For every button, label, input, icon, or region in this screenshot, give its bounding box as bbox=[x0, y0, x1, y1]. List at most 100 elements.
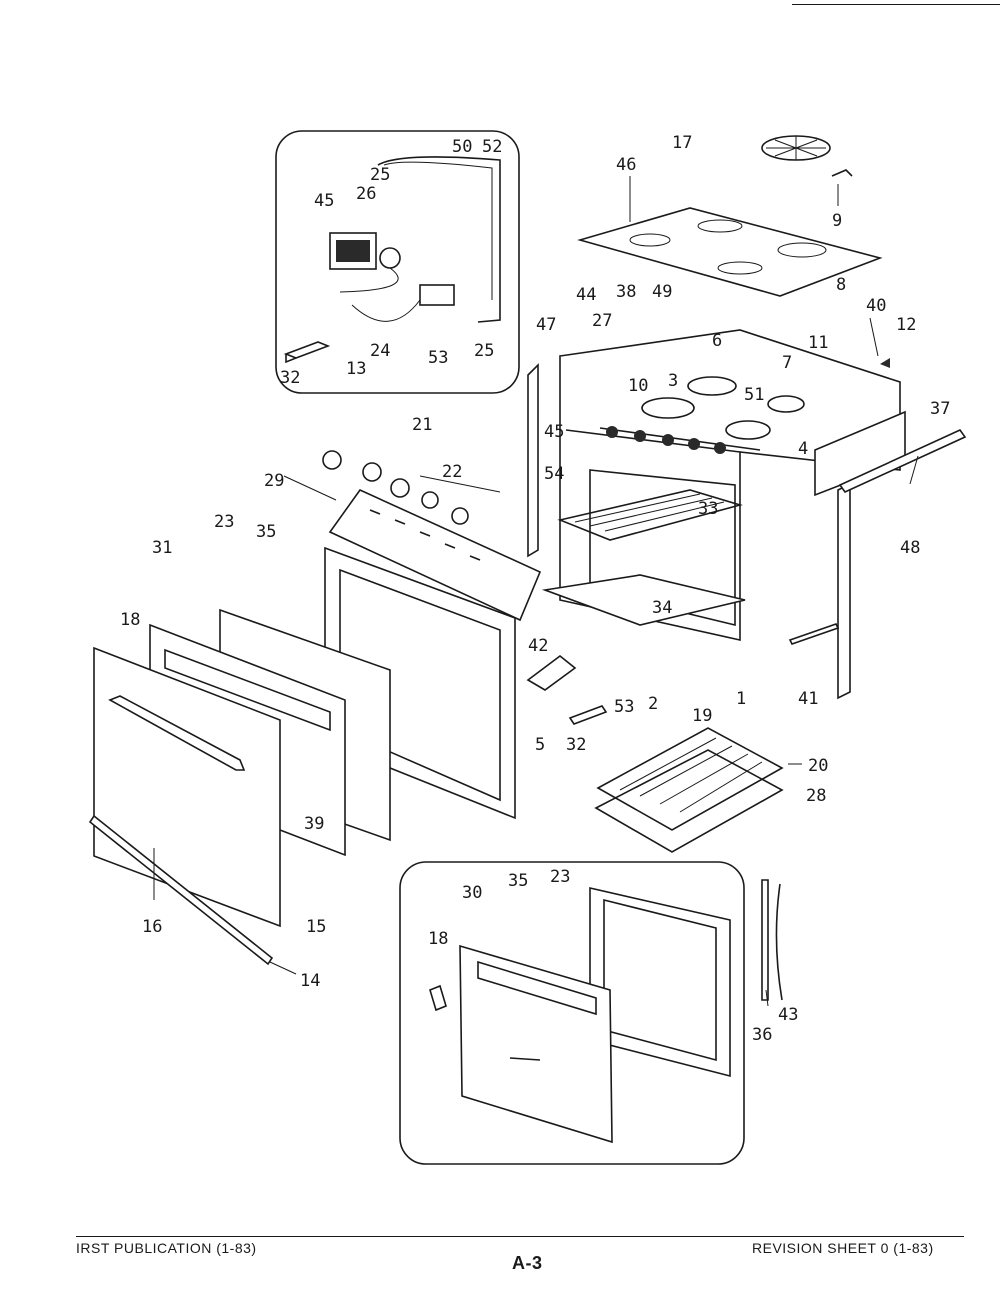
callout-label: 52 bbox=[482, 137, 502, 157]
callout-label: 34 bbox=[652, 598, 672, 618]
callout-label: 32 bbox=[566, 735, 586, 755]
control-knob bbox=[362, 462, 382, 482]
publication-note: IRST PUBLICATION (1-83) bbox=[76, 1240, 257, 1256]
burner-assembly bbox=[767, 395, 805, 413]
valve bbox=[714, 442, 726, 454]
oven-bottom-panel bbox=[541, 574, 746, 626]
control-panel-holes bbox=[369, 509, 481, 561]
cooktop-burner-hole bbox=[777, 242, 827, 258]
callout-label: 7 bbox=[782, 353, 792, 373]
cooktop-panel bbox=[577, 207, 883, 297]
inset-door-panel bbox=[459, 944, 613, 1144]
leader-line bbox=[869, 317, 879, 357]
callout-label: 48 bbox=[900, 538, 920, 558]
callout-label: 13 bbox=[346, 359, 366, 379]
leader-line bbox=[283, 475, 337, 501]
callout-label: 4 bbox=[798, 439, 808, 459]
burner-valve-part bbox=[526, 654, 577, 691]
callout-label: 9 bbox=[832, 211, 842, 231]
callout-label: 42 bbox=[528, 636, 548, 656]
callout-label: 33 bbox=[698, 499, 718, 519]
callout-label: 44 bbox=[576, 285, 596, 305]
capillary-tube bbox=[377, 156, 501, 323]
burner-assembly bbox=[725, 420, 771, 440]
top-rule bbox=[792, 4, 1000, 5]
callout-label: 1 bbox=[736, 689, 746, 709]
callout-label: 47 bbox=[536, 315, 556, 335]
callout-label: 25 bbox=[474, 341, 494, 361]
leader-line bbox=[765, 989, 769, 1007]
switch-part bbox=[419, 284, 455, 306]
control-knob bbox=[421, 491, 439, 509]
callout-label: 40 bbox=[866, 296, 886, 316]
control-knob bbox=[451, 507, 469, 525]
callout-label: 53 bbox=[428, 348, 448, 368]
bracket-part bbox=[283, 341, 331, 359]
inset-door-window bbox=[603, 898, 717, 1062]
callout-label: 22 bbox=[442, 462, 462, 482]
callout-label: 30 bbox=[462, 883, 482, 903]
burner-grate-spokes bbox=[766, 136, 826, 160]
callout-label: 41 bbox=[798, 689, 818, 709]
callout-label: 51 bbox=[744, 385, 764, 405]
callout-label: 17 bbox=[672, 133, 692, 153]
side-trim-curve bbox=[775, 883, 783, 1001]
oven-cavity bbox=[589, 469, 736, 627]
cooktop-burner-hole bbox=[697, 219, 743, 233]
oven-rack-wires bbox=[574, 493, 725, 532]
callout-label: 29 bbox=[264, 471, 284, 491]
callout-label: 23 bbox=[214, 512, 234, 532]
callout-labels-repeated: 25 45 53 32 18 35 23 bbox=[428, 341, 634, 949]
capillary-tube-inner bbox=[383, 161, 493, 300]
callout-label: 32 bbox=[280, 368, 300, 388]
callout-label: 50 bbox=[452, 137, 472, 157]
range-body-frame-line bbox=[565, 429, 741, 453]
callout-label: 6 bbox=[712, 331, 722, 351]
callout-label: 45 bbox=[314, 191, 334, 211]
small-clip bbox=[880, 358, 890, 368]
callout-label: 2 bbox=[648, 694, 658, 714]
callout-label: 31 bbox=[152, 538, 172, 558]
callout-label: 21 bbox=[412, 415, 432, 435]
bracket-edge bbox=[285, 354, 297, 364]
callout-label: 3 bbox=[668, 371, 678, 391]
callout-label: 27 bbox=[592, 311, 612, 331]
inset-door-detail-frame bbox=[399, 861, 745, 1165]
control-panel bbox=[328, 488, 542, 622]
callout-label: 45 bbox=[544, 422, 564, 442]
callout-label: 11 bbox=[808, 333, 828, 353]
callout-label: 28 bbox=[806, 786, 826, 806]
callout-label: 36 bbox=[752, 1025, 772, 1045]
control-knob bbox=[322, 450, 342, 470]
burner-assembly bbox=[641, 397, 695, 419]
top-side-trim bbox=[838, 428, 967, 494]
callout-label: 37 bbox=[930, 399, 950, 419]
door-vent-strip bbox=[164, 648, 331, 732]
callout-label: 5 bbox=[535, 735, 545, 755]
callout-label: 8 bbox=[836, 275, 846, 295]
callout-label: 54 bbox=[544, 464, 564, 484]
door-handle bbox=[108, 695, 246, 771]
left-side-strip bbox=[527, 363, 539, 558]
callout-label: 16 bbox=[142, 917, 162, 937]
thermostat-bulb-ring bbox=[379, 247, 401, 269]
callout-label: 46 bbox=[616, 155, 636, 175]
callout-label: 19 bbox=[692, 706, 712, 726]
inset-door-handle bbox=[509, 1057, 541, 1061]
cooktop-burner-hole bbox=[717, 261, 763, 275]
footer-rule bbox=[76, 1236, 964, 1237]
callout-label: 38 bbox=[616, 282, 636, 302]
leader-line bbox=[909, 455, 919, 485]
grate-clip bbox=[831, 169, 853, 177]
sensor-wire bbox=[339, 267, 399, 293]
valve bbox=[688, 438, 700, 450]
valve bbox=[634, 430, 646, 442]
leader-line bbox=[419, 475, 501, 493]
broiler-pan-insert bbox=[596, 727, 784, 831]
callout-label: 10 bbox=[628, 376, 648, 396]
inset-door-vent bbox=[477, 960, 597, 1016]
right-side-trim bbox=[837, 482, 851, 700]
callout-label: 18 bbox=[120, 610, 140, 630]
cooktop-burner-hole bbox=[629, 233, 671, 247]
